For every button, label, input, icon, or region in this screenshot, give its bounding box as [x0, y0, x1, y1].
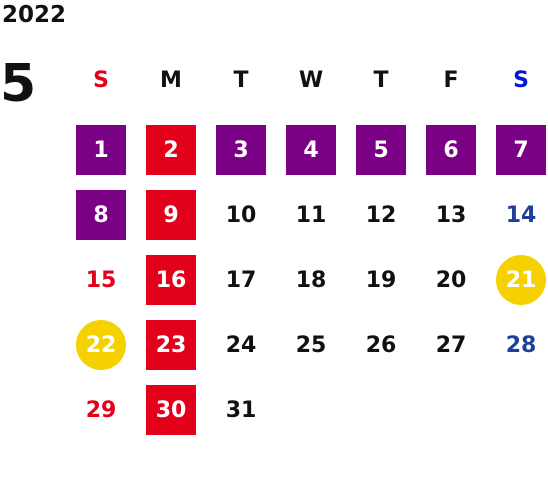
day-cell-12[interactable]: 12 — [365, 202, 397, 228]
day-cell-16[interactable]: 16 — [146, 255, 196, 305]
weekday-header-sat: S — [513, 68, 529, 93]
day-cell-17[interactable]: 17 — [225, 267, 257, 293]
day-cell-20[interactable]: 20 — [435, 267, 467, 293]
weekday-header-fri: F — [443, 68, 459, 93]
day-cell-21[interactable]: 21 — [496, 255, 546, 305]
day-cell-25[interactable]: 25 — [295, 332, 327, 358]
day-cell-27[interactable]: 27 — [435, 332, 467, 358]
day-cell-23[interactable]: 23 — [146, 320, 196, 370]
day-cell-5[interactable]: 5 — [356, 125, 406, 175]
day-cell-8[interactable]: 8 — [76, 190, 126, 240]
day-cell-26[interactable]: 26 — [365, 332, 397, 358]
weekday-header-sun: S — [93, 68, 109, 93]
weekday-header-tue: T — [233, 68, 249, 93]
day-cell-28[interactable]: 28 — [505, 332, 537, 358]
day-cell-18[interactable]: 18 — [295, 267, 327, 293]
day-cell-22[interactable]: 22 — [76, 320, 126, 370]
day-cell-7[interactable]: 7 — [496, 125, 546, 175]
day-cell-29[interactable]: 29 — [85, 397, 117, 423]
month-label: 5 — [0, 54, 37, 114]
weekday-header-wed: W — [298, 68, 324, 93]
day-cell-13[interactable]: 13 — [435, 202, 467, 228]
day-cell-11[interactable]: 11 — [295, 202, 327, 228]
day-cell-10[interactable]: 10 — [225, 202, 257, 228]
year-label: 2022 — [2, 2, 67, 28]
day-cell-31[interactable]: 31 — [225, 397, 257, 423]
weekday-header-thu: T — [373, 68, 389, 93]
day-cell-6[interactable]: 6 — [426, 125, 476, 175]
day-cell-1[interactable]: 1 — [76, 125, 126, 175]
day-cell-9[interactable]: 9 — [146, 190, 196, 240]
day-cell-3[interactable]: 3 — [216, 125, 266, 175]
weekday-header-mon: M — [160, 68, 182, 93]
day-cell-24[interactable]: 24 — [225, 332, 257, 358]
day-cell-15[interactable]: 15 — [85, 267, 117, 293]
day-cell-30[interactable]: 30 — [146, 385, 196, 435]
day-cell-19[interactable]: 19 — [365, 267, 397, 293]
day-cell-4[interactable]: 4 — [286, 125, 336, 175]
day-cell-2[interactable]: 2 — [146, 125, 196, 175]
day-cell-14[interactable]: 14 — [505, 202, 537, 228]
